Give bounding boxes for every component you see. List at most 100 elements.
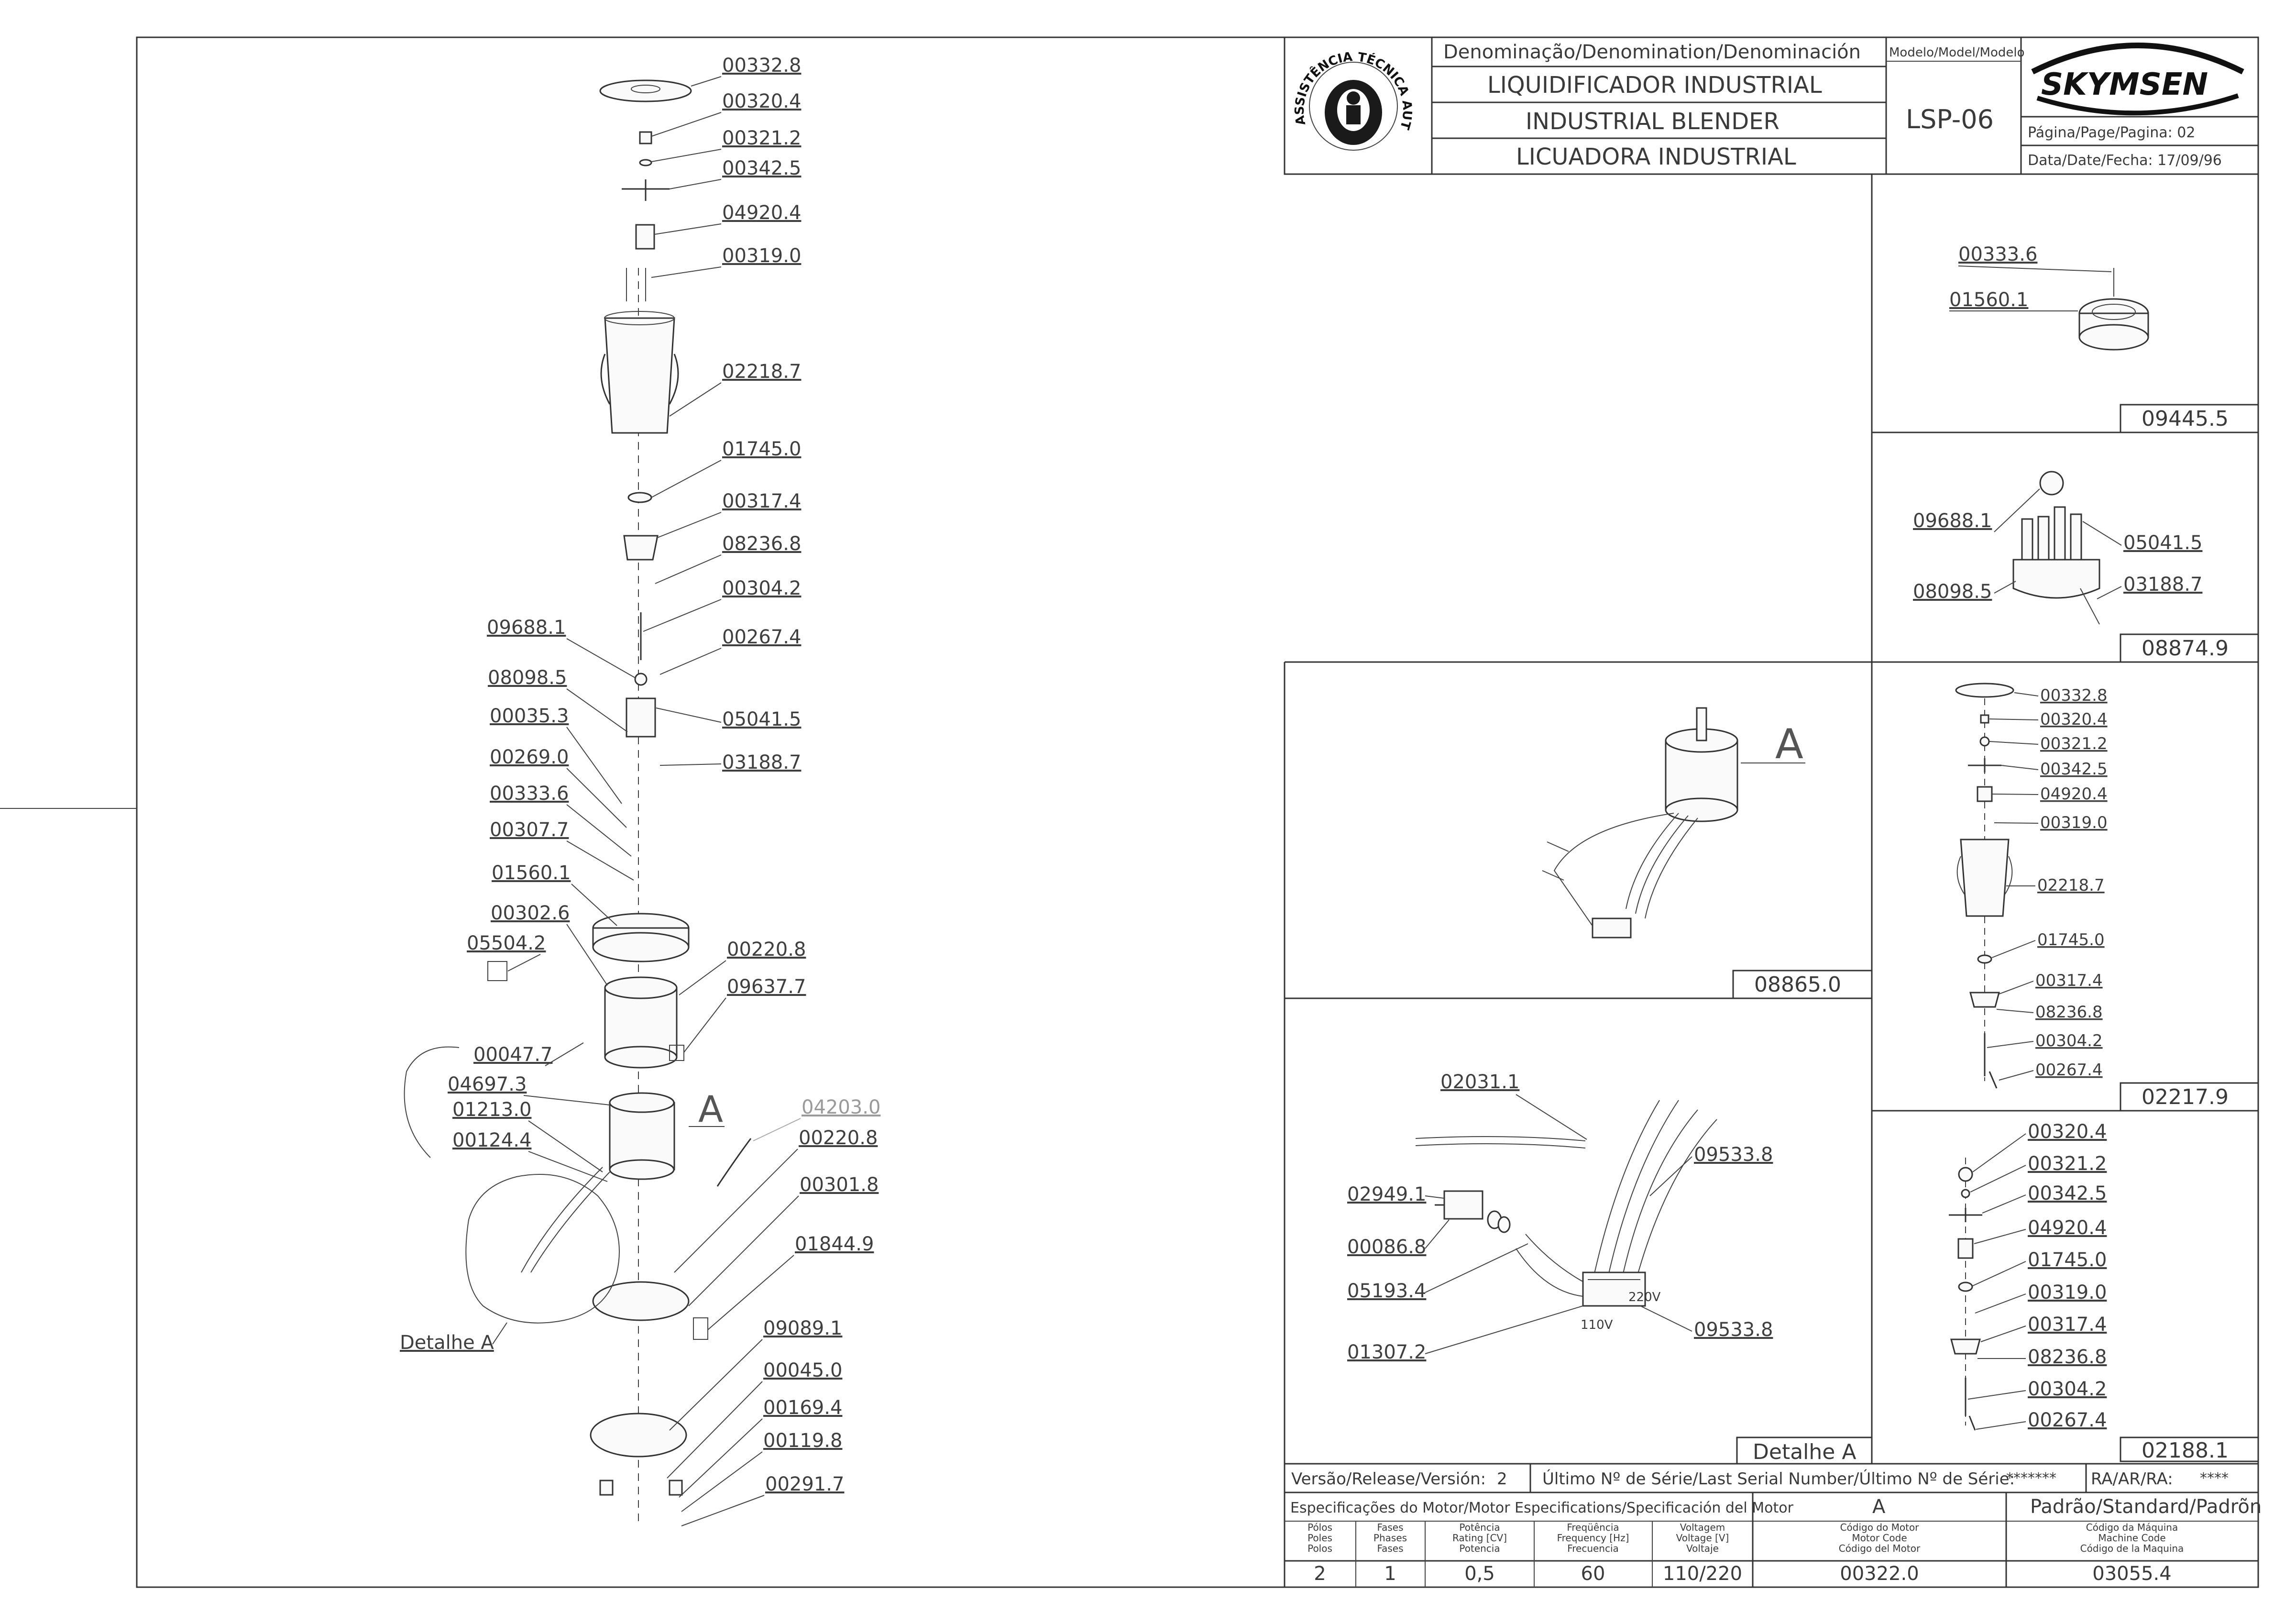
panel-02217-item-9: 00317.4 <box>2035 971 2103 990</box>
col-poles-2: Poles <box>1307 1532 1332 1544</box>
version-value: 2 <box>1497 1469 1507 1489</box>
col-motor-code-3: Código del Motor <box>1839 1543 1921 1554</box>
panel-09445-code: 09445.5 <box>2142 407 2229 431</box>
main-exploded-assembly: A <box>404 79 752 1526</box>
date-label: Data/Date/Fecha: 17/09/96 <box>2028 152 2222 169</box>
main-label-00307-7: 00307.7 <box>490 819 569 841</box>
panel-09445-label-b: 01560.1 <box>1949 289 2028 311</box>
detail-label-g: 09533.8 <box>1694 1319 1773 1341</box>
panel-02217-code: 02217.9 <box>2142 1085 2229 1109</box>
motor-letter: A <box>1872 1496 1886 1518</box>
panel-02217-item-6: 00319.0 <box>2040 813 2108 832</box>
panel-02188-item-2: 00321.2 <box>2028 1153 2107 1175</box>
motor-letter-a: A <box>698 1088 723 1130</box>
col-phases-2: Phases <box>1373 1532 1407 1544</box>
detail-label-f: 01307.2 <box>1347 1341 1426 1363</box>
col-motor-code-1: Código do Motor <box>1840 1522 1920 1533</box>
main-label-00321-2: 00321.2 <box>722 127 801 149</box>
main-label-00035-3: 00035.3 <box>490 705 569 727</box>
panel-02217-item-3: 00321.2 <box>2040 734 2108 753</box>
panel-02217-item-4: 00342.5 <box>2040 760 2108 779</box>
panel-08874: 08874.9 09688.1 05041.5 08098.5 03188.7 <box>1913 471 2259 663</box>
main-label-00047-7: 00047.7 <box>473 1044 552 1066</box>
panel-02217-item-12: 00267.4 <box>2035 1061 2103 1080</box>
col-power-3: Potencia <box>1459 1543 1500 1554</box>
detail-voltage-220: 220V <box>1628 1290 1661 1304</box>
main-label-08098-5: 08098.5 <box>488 667 567 689</box>
panel-02217-item-5: 04920.4 <box>2040 784 2108 804</box>
col-motor-code-2: Motor Code <box>1852 1532 1907 1544</box>
panel-02188-item-10: 00267.4 <box>2028 1409 2107 1431</box>
skymsen-logo: SKYMSEN <box>2031 43 2244 116</box>
main-label-00320-4: 00320.4 <box>722 90 801 112</box>
panel-02188-item-3: 00342.5 <box>2028 1182 2107 1204</box>
main-label-08236-8: 08236.8 <box>722 533 801 555</box>
panel-detalhe-code: Detalhe A <box>1753 1440 1856 1464</box>
col-freq-1: Freqüência <box>1567 1522 1619 1533</box>
panel-08874-code: 08874.9 <box>2142 636 2229 661</box>
val-machine-code: 03055.4 <box>2092 1563 2171 1585</box>
detail-label-e: 05193.4 <box>1347 1280 1426 1302</box>
panel-02188-item-9: 00304.2 <box>2028 1378 2107 1400</box>
ra-value: **** <box>2200 1470 2229 1487</box>
sheet-frame <box>0 36 2259 1588</box>
seal-text: ASSISTÊNCIA TÉCNICA AUTORIZADA <box>0 0 1414 131</box>
brand-name: SKYMSEN <box>2041 67 2208 102</box>
main-label-04203-0: 04203.0 <box>802 1096 880 1118</box>
main-label-00304-2: 00304.2 <box>722 577 801 599</box>
main-label-01560-1: 01560.1 <box>492 862 571 884</box>
panel-02217-item-8: 01745.0 <box>2037 930 2105 950</box>
main-label-00301-8: 00301.8 <box>800 1174 879 1196</box>
main-label-02218-7: 02218.7 <box>722 361 801 383</box>
main-label-00220-8-top: 00220.8 <box>727 939 806 961</box>
col-power-1: Potência <box>1459 1522 1500 1533</box>
panel-02188-code: 02188.1 <box>2142 1438 2229 1463</box>
main-label-00045-0: 00045.0 <box>763 1359 842 1381</box>
main-label-00332-8: 00332.8 <box>722 55 801 77</box>
main-label-00302-6: 00302.6 <box>491 902 570 924</box>
main-label-09637-7: 09637.7 <box>727 976 806 998</box>
main-label-00291-7: 00291.7 <box>765 1473 844 1495</box>
main-label-00124-4: 00124.4 <box>452 1129 531 1151</box>
val-phases: 1 <box>1384 1563 1396 1585</box>
main-label-01844-9: 01844.9 <box>795 1233 874 1255</box>
name-en: INDUSTRIAL BLENDER <box>1526 108 1780 135</box>
standard-label: Padrão/Standard/Padrõn <box>2030 1496 2262 1518</box>
name-es: LICUADORA INDUSTRIAL <box>1516 144 1796 170</box>
spec-block: Versão/Release/Versión: 2 Último Nº de S… <box>1285 1463 2262 1587</box>
col-machine-code-2: Machine Code <box>2098 1532 2165 1544</box>
main-label-detalhe-a: Detalhe A <box>400 1332 494 1354</box>
col-power-2: Rating [CV] <box>1452 1532 1507 1544</box>
panel-08874-label-b: 05041.5 <box>2123 532 2202 554</box>
panel-09445-label-a: 00333.6 <box>1958 243 2037 265</box>
main-label-00267-4: 00267.4 <box>722 626 801 648</box>
panel-08865: 08865.0 A <box>1542 707 1873 999</box>
col-voltage-3: Voltaje <box>1686 1543 1719 1554</box>
detail-voltage-110: 110V <box>1581 1318 1613 1332</box>
main-label-00169-4: 00169.4 <box>763 1397 842 1419</box>
main-label-00333-6: 00333.6 <box>490 783 569 805</box>
col-freq-3: Frecuencia <box>1567 1543 1619 1554</box>
main-label-03188-7: 03188.7 <box>722 751 801 773</box>
val-voltage: 110/220 <box>1663 1563 1742 1585</box>
detail-label-b: 09533.8 <box>1694 1144 1773 1166</box>
val-poles: 2 <box>1314 1563 1326 1585</box>
main-label-01213-0: 01213.0 <box>452 1099 531 1121</box>
panel-02188-item-4: 04920.4 <box>2028 1217 2107 1239</box>
detail-label-a: 02031.1 <box>1440 1071 1519 1093</box>
svg-text:ASSISTÊNCIA TÉCNICA AUTORIZADA: ASSISTÊNCIA TÉCNICA AUTORIZADA <box>0 0 1414 131</box>
panel-detalhe-a: Detalhe A 110V 220V 02031.1 09533.8 0294… <box>1347 1071 1873 1465</box>
panel-02188-item-1: 00320.4 <box>2028 1121 2107 1143</box>
panel-02188-item-7: 00317.4 <box>2028 1314 2107 1336</box>
page-label: Página/Page/Pagina: 02 <box>2028 124 2195 141</box>
panel-02217-item-10: 08236.8 <box>2035 1003 2103 1022</box>
col-freq-2: Frequency [Hz] <box>1557 1532 1629 1544</box>
panel-02188-item-8: 08236.8 <box>2028 1346 2107 1368</box>
panel-08874-label-d: 03188.7 <box>2123 574 2202 596</box>
serial-label: Último Nº de Série/Last Serial Number/Úl… <box>1542 1469 2015 1489</box>
serial-value: ******* <box>2006 1470 2056 1487</box>
panel-02188-item-5: 01745.0 <box>2028 1249 2107 1271</box>
panel-02188-item-6: 00319.0 <box>2028 1282 2107 1304</box>
name-pt: LIQUIDIFICADOR INDUSTRIAL <box>1487 72 1822 99</box>
